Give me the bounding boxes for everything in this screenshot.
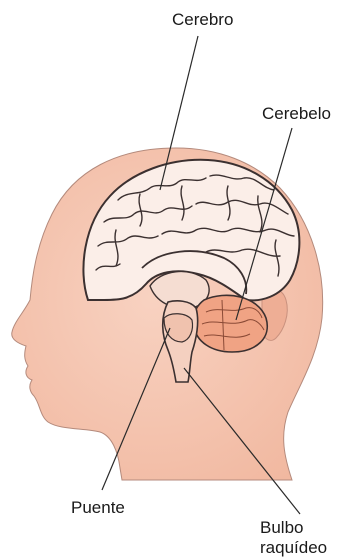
label-bulbo-raquideo: Bulbo raquídeo [260, 518, 327, 558]
label-cerebelo: Cerebelo [262, 104, 331, 124]
label-bulbo-line2: raquídeo [260, 538, 327, 558]
label-puente: Puente [71, 498, 125, 518]
label-bulbo-line1: Bulbo [260, 518, 327, 538]
label-cerebro: Cerebro [172, 10, 233, 30]
